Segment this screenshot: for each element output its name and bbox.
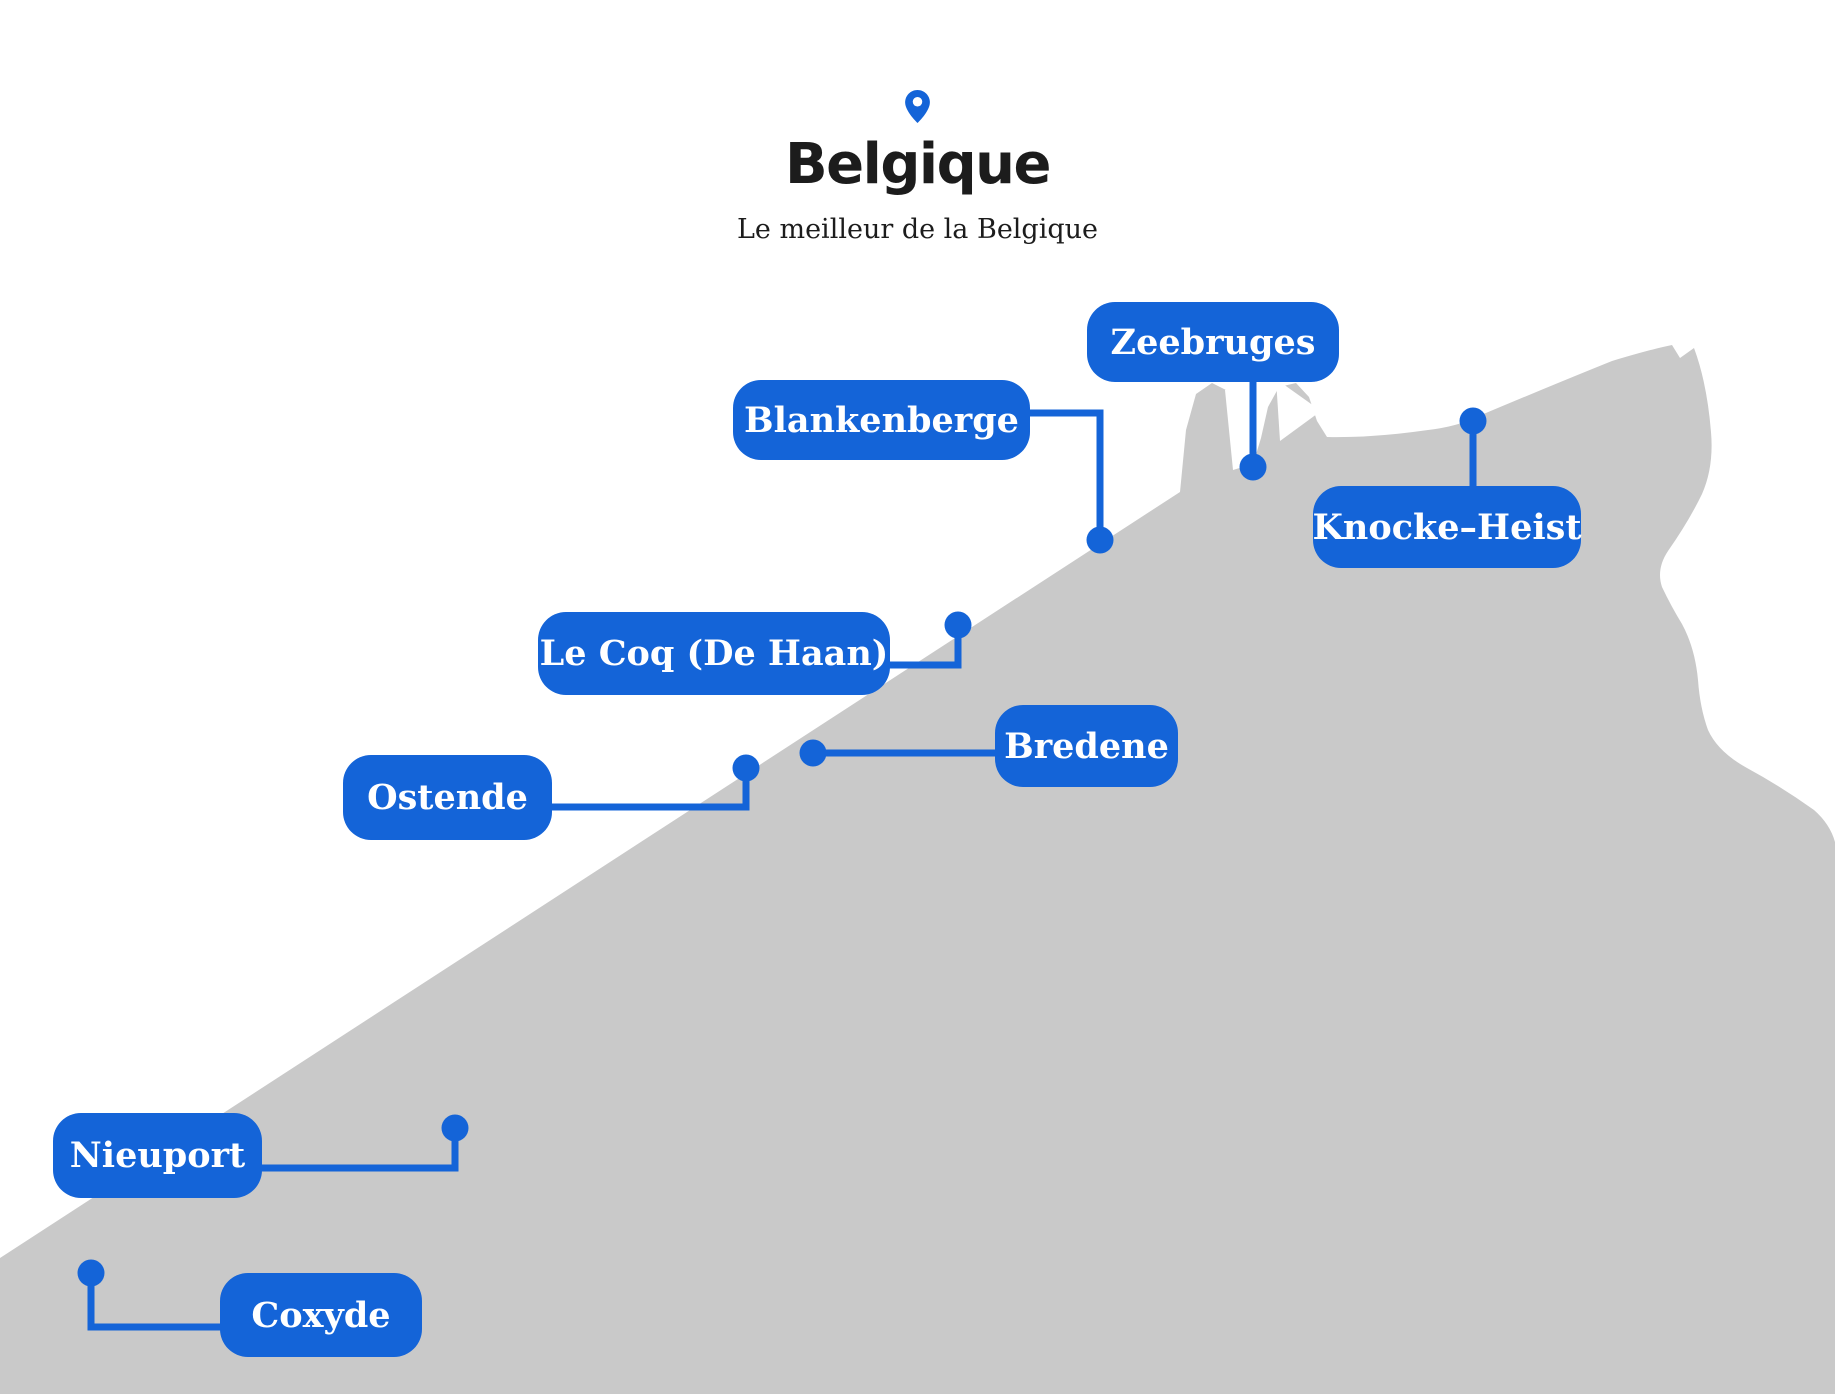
city-label-le-coq-de-haan[interactable]: Le Coq (De Haan) bbox=[538, 612, 890, 695]
city-dot-ostende[interactable] bbox=[732, 754, 760, 782]
connector-line-coxyde bbox=[87, 1273, 222, 1331]
city-label-blankenberge[interactable]: Blankenberge bbox=[733, 380, 1030, 460]
city-dot-nieuport[interactable] bbox=[441, 1114, 469, 1142]
city-label-coxyde[interactable]: Coxyde bbox=[220, 1273, 422, 1357]
city-dot-coxyde[interactable] bbox=[77, 1259, 105, 1287]
city-label-nieuport[interactable]: Nieuport bbox=[53, 1113, 262, 1198]
connector-line-blankenberge bbox=[1028, 409, 1104, 540]
city-label-knocke-heist[interactable]: Knocke–Heist bbox=[1312, 486, 1582, 568]
harbor-bay-inlet bbox=[1276, 379, 1321, 441]
city-dot-bredene[interactable] bbox=[799, 739, 827, 767]
harbor-channel-inlet bbox=[1225, 384, 1246, 470]
city-label-bredene[interactable]: Bredene bbox=[995, 705, 1178, 787]
city-dot-le-coq-de-haan[interactable] bbox=[944, 611, 972, 639]
city-dot-zeebruges[interactable] bbox=[1239, 453, 1267, 481]
city-label-zeebruges[interactable]: Zeebruges bbox=[1087, 302, 1339, 382]
city-label-ostende[interactable]: Ostende bbox=[343, 755, 552, 840]
city-dot-knocke-heist[interactable] bbox=[1459, 407, 1487, 435]
city-dot-blankenberge[interactable] bbox=[1086, 526, 1114, 554]
